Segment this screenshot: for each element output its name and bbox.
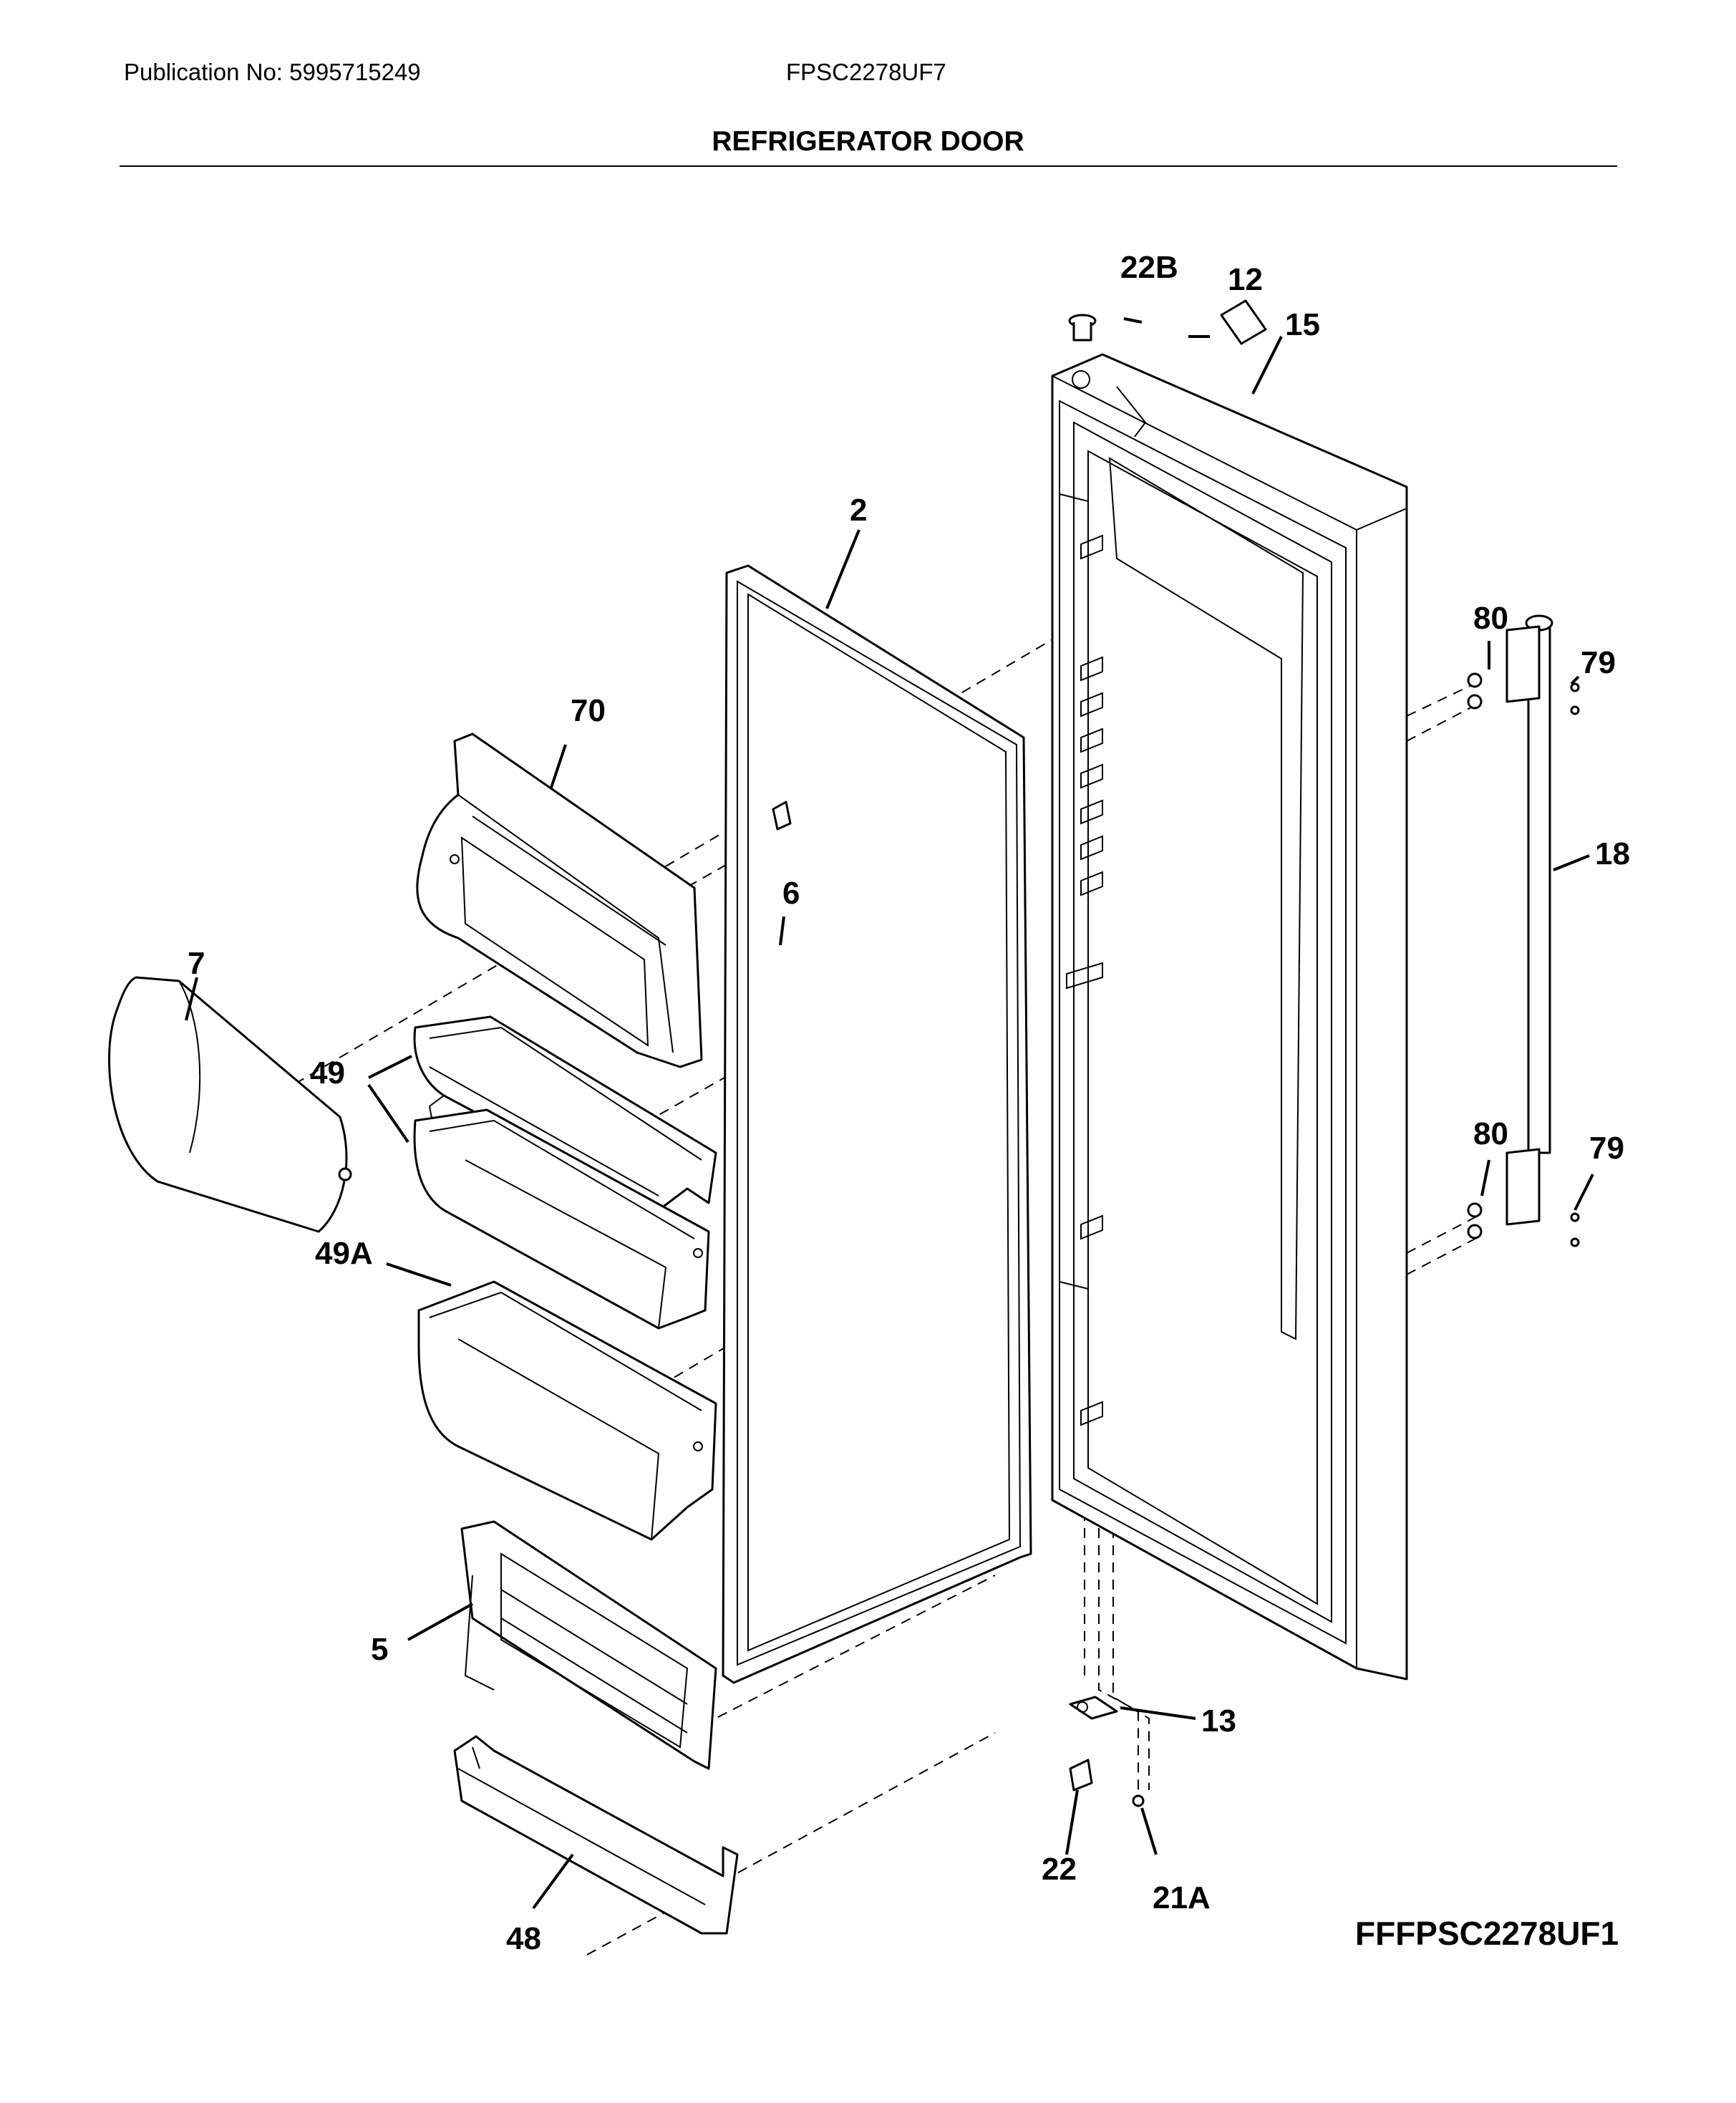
top-hinge-cap [1068, 314, 1097, 342]
hinge-screw [1132, 1794, 1145, 1807]
lower-door-bin [453, 1735, 739, 1935]
leader-lines [185, 317, 1594, 1910]
bottom-hinge-bushing [1069, 1759, 1093, 1792]
callout-18: 18 [1595, 836, 1630, 871]
callout-15: 15 [1285, 307, 1320, 342]
door-gasket [722, 564, 1032, 1684]
callout-12: 12 [1228, 262, 1263, 297]
callout-7: 7 [188, 946, 205, 981]
callout-21A: 21A [1153, 1880, 1211, 1915]
diagram-code: FFFPSC2278UF1 [1355, 1915, 1619, 1952]
door-bin-upper [413, 1015, 717, 1212]
callout-13: 13 [1201, 1703, 1236, 1739]
door-bin-lower [417, 1280, 717, 1541]
callout-6: 6 [782, 876, 800, 911]
callout-numbers: 22B 12 15 2 80 79 70 18 6 7 49 80 79 49A… [188, 250, 1630, 1956]
door-bin-middle [413, 1108, 710, 1330]
callout-49: 49 [310, 1055, 345, 1091]
model-number: FPSC2278UF7 [786, 59, 946, 85]
dairy-bin [416, 733, 703, 1068]
door-handle [1505, 614, 1553, 1226]
callout-5: 5 [371, 1632, 388, 1667]
callout-2: 2 [850, 493, 867, 528]
callout-80-lower: 80 [1473, 1116, 1508, 1151]
butter-compartment-door [108, 976, 352, 1233]
bottom-hinge-bracket [1069, 1696, 1118, 1720]
door-panel [1051, 353, 1408, 1681]
title-rule [120, 165, 1617, 167]
callout-80-upper: 80 [1473, 601, 1508, 636]
callout-79-upper: 79 [1581, 645, 1616, 680]
can-rack [460, 1520, 717, 1770]
publication-number: Publication No: 5995715249 [124, 59, 421, 85]
handle-mount-screws [1467, 672, 1580, 1247]
callout-48: 48 [506, 1921, 541, 1956]
page-title: REFRIGERATOR DOOR [712, 126, 1024, 157]
callout-70: 70 [571, 693, 606, 728]
callout-22: 22 [1042, 1852, 1077, 1887]
label-plate [1220, 299, 1267, 345]
shelf-rib-row [1066, 534, 1103, 1426]
callout-49A: 49A [315, 1236, 373, 1271]
shelf-clip [772, 801, 792, 831]
callout-79-lower: 79 [1589, 1131, 1624, 1166]
callout-22B: 22B [1120, 250, 1178, 285]
